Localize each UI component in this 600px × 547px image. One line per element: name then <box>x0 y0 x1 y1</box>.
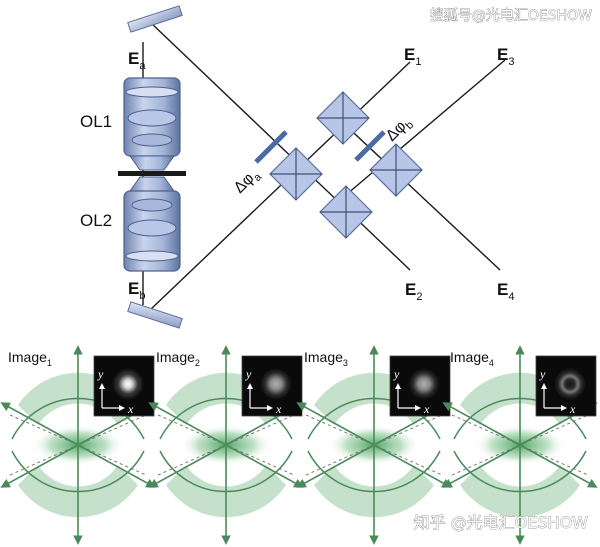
beam-splitter-2 <box>316 91 370 145</box>
y-axis-label: y <box>393 367 400 381</box>
sample-plane <box>118 171 186 176</box>
y-arrowhead <box>99 383 105 389</box>
radial-arrow <box>296 444 375 488</box>
radial-arrow <box>148 402 227 446</box>
image-panel-4: Image4 y x <box>442 345 598 545</box>
objective-lens-1 <box>123 77 181 171</box>
image-label: Image2 <box>156 349 200 368</box>
radial-arrow <box>519 444 598 488</box>
image-label: Image4 <box>450 349 494 368</box>
image-label: Image3 <box>304 349 348 368</box>
label-e2: E2 <box>405 280 422 303</box>
beam-splitter-1 <box>269 147 323 201</box>
radial-arrow <box>442 402 521 446</box>
x-arrowhead <box>415 405 421 411</box>
x-axis-label: x <box>127 402 134 416</box>
label-phase-b: Δφb <box>383 114 416 147</box>
watermark-top: 搜狐号@光电汇OESHOW <box>430 8 592 24</box>
x-arrowhead <box>267 405 273 411</box>
label-e3: E3 <box>497 45 514 68</box>
image-label: Image1 <box>8 349 52 368</box>
bottom-mirror <box>127 301 183 329</box>
radial-arrow <box>148 444 227 488</box>
beam-e3-e2 <box>339 119 501 271</box>
x-axis-label: x <box>275 402 282 416</box>
y-axis-label: y <box>245 367 252 381</box>
x-arrowhead <box>561 405 567 411</box>
image-panel-2: Image2 y x <box>148 345 304 545</box>
psf-bright-spot <box>112 368 144 400</box>
radial-arrow <box>373 444 452 488</box>
y-arrowhead <box>541 383 547 389</box>
label-e-b: Eb <box>128 279 145 302</box>
radial-arrow <box>0 444 79 488</box>
objective-lens-2 <box>123 176 181 272</box>
x-arrowhead <box>119 405 125 411</box>
radial-arrow <box>0 402 79 446</box>
beam-lines <box>142 21 506 311</box>
radial-arrow <box>225 444 304 488</box>
y-axis-label: y <box>539 367 546 381</box>
label-ol2: OL2 <box>80 211 112 230</box>
y-arrowhead <box>247 383 253 389</box>
image-panel-1: Image1 y x <box>0 345 156 545</box>
label-e4: E4 <box>497 280 514 303</box>
psf-ring <box>554 368 586 400</box>
phase-plate-a <box>254 130 288 164</box>
beam-splitter-3 <box>319 185 373 239</box>
beam-a-path <box>149 21 411 271</box>
psf-dim-spot <box>408 368 440 400</box>
x-axis-label: x <box>423 402 430 416</box>
beam-b-path <box>149 61 411 311</box>
image-panels: Image1 y x Image2 y x Image3 y x Image4 y x <box>0 345 598 545</box>
y-axis-label: y <box>97 367 104 381</box>
phase-plate-b <box>354 130 386 162</box>
radial-arrow <box>296 402 375 446</box>
beam-splitter-cubes <box>269 91 423 239</box>
label-e-a: Ea <box>128 49 146 72</box>
label-phase-a: Δφa <box>231 165 265 199</box>
radial-arrow <box>442 444 521 488</box>
watermark-bottom: 知乎 @光电汇OESHOW <box>414 513 589 532</box>
beam-e1-e4 <box>339 59 506 201</box>
psf-dim-spot <box>260 368 292 400</box>
x-axis-label: x <box>569 402 576 416</box>
image-panel-3: Image3 y x <box>296 345 452 545</box>
y-arrowhead <box>395 383 401 389</box>
beam-splitter-4 <box>369 143 423 197</box>
top-mirror <box>127 5 183 33</box>
label-e1: E1 <box>404 45 421 68</box>
radial-arrow <box>77 444 156 488</box>
label-ol1: OL1 <box>80 112 112 131</box>
